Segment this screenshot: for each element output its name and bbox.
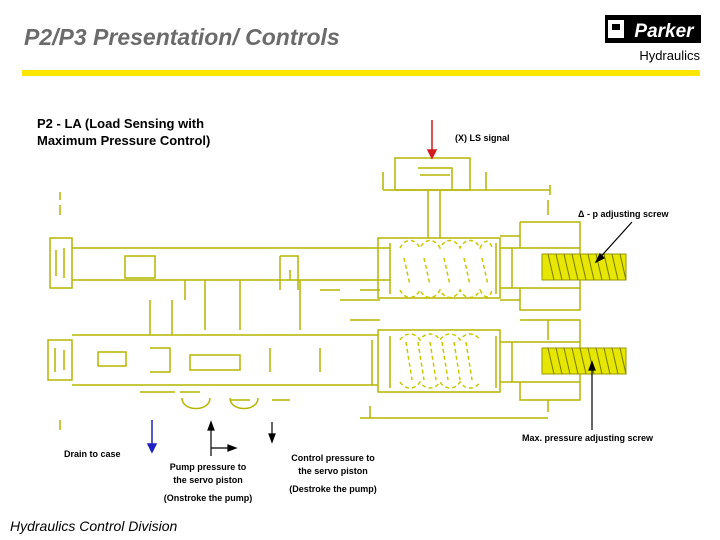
subtitle-line-1: P2 - LA (Load Sensing with [37,116,205,131]
ls-signal-arrow [426,120,438,160]
dp-adjusting-screw-text: - p adjusting screw [584,209,669,219]
delta-symbol: Δ [578,209,585,219]
drain-to-case-label: Drain to case [64,449,121,459]
slide-title: P2/P3 Presentation/ Controls [24,24,340,50]
valve-body-outline [47,157,581,430]
logo-division-text: Hydraulics [639,48,700,63]
control-pressure-line-2: the servo piston [298,466,368,476]
pointer-lines [588,221,633,430]
pump-pressure-arrows [207,420,238,456]
spring-upper [399,239,493,299]
control-pressure-line-1: Control pressure to [291,453,375,463]
pump-pressure-line-3: (Onstroke the pump) [163,493,253,503]
control-pressure-label: Control pressure to the servo piston (De… [282,452,384,496]
title-underline [22,70,700,76]
dp-adjusting-screw-thread [541,253,627,281]
logo-brand-text: Parker [634,21,695,42]
max-pressure-screw-thread [541,347,627,375]
spring-lower [399,333,481,389]
drain-arrow [146,420,158,454]
parker-logo: Parker Hydraulics [605,15,701,63]
pump-pressure-line-1: Pump pressure to [169,462,247,472]
diagram-subtitle: P2 - LA (Load Sensing with Maximum Press… [37,115,210,149]
control-pressure-line-3: (Destroke the pump) [289,484,377,494]
footer-division: Hydraulics Control Division [10,518,178,534]
subtitle-line-2: Maximum Pressure Control) [37,133,211,148]
ls-signal-label: (X) LS signal [455,133,510,143]
pump-pressure-label: Pump pressure to the servo piston (Onstr… [160,461,256,505]
max-pressure-screw-label: Max. pressure adjusting screw [522,433,654,443]
control-pressure-arrow [268,422,276,444]
pump-pressure-line-2: the servo piston [173,475,243,485]
dp-adjusting-screw-label: Δ - p adjusting screw [578,208,668,221]
